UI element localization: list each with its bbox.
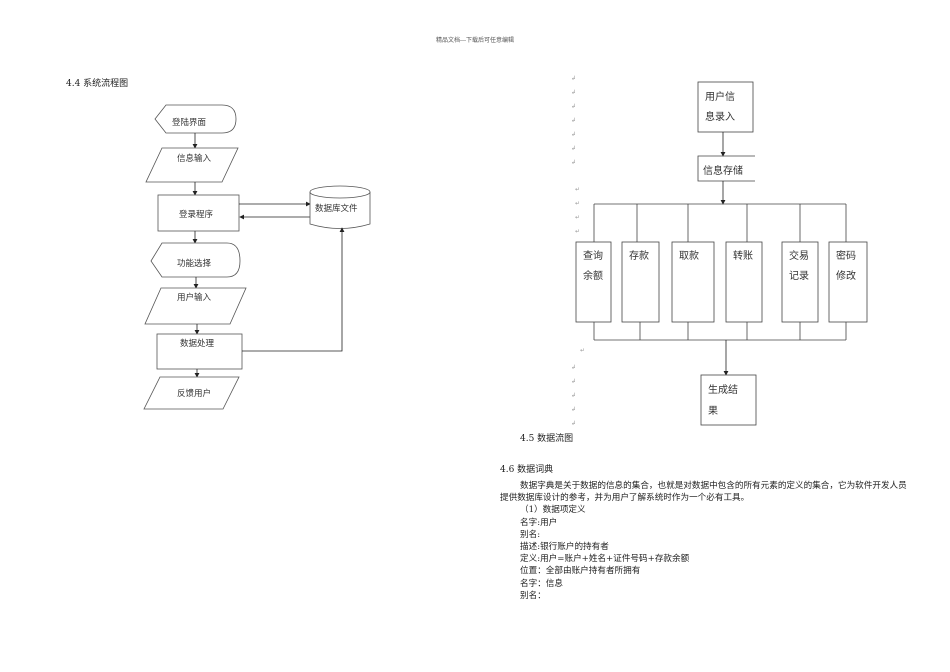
function-box-label: 记录 bbox=[789, 270, 809, 282]
data-item-definition-subheading: （1）数据项定义 bbox=[520, 505, 586, 516]
svg-text:↵: ↵ bbox=[575, 200, 580, 207]
page-header-watermark: 精品文档---下载后可任意编辑 bbox=[435, 37, 515, 44]
svg-text:↲: ↲ bbox=[571, 117, 576, 124]
dictionary-entry: 别名： bbox=[520, 590, 546, 601]
svg-text:↵: ↵ bbox=[575, 228, 580, 235]
login-screen-label: 登陆界面 bbox=[172, 117, 207, 128]
svg-text:↲: ↲ bbox=[571, 103, 576, 110]
data-processing-shape bbox=[156, 333, 243, 370]
dictionary-entry: 名字：信息 bbox=[520, 578, 563, 589]
user-input-shape bbox=[144, 287, 247, 325]
svg-text:↲: ↲ bbox=[571, 406, 576, 413]
database-cylinder-top bbox=[309, 185, 371, 199]
dictionary-entry: 描述:银行账户的持有者 bbox=[520, 542, 609, 553]
function-box bbox=[725, 241, 763, 323]
svg-text:↲: ↲ bbox=[571, 75, 576, 82]
login-program-shape bbox=[157, 194, 240, 232]
info-input-label: 信息输入 bbox=[177, 153, 212, 164]
function-select-shape bbox=[150, 242, 241, 278]
function-box bbox=[828, 241, 868, 323]
data-dictionary-body: 数据字典是关于数据的信息的集合，也就是对数据中包含的所有元素的定义的集合，它为软… bbox=[500, 480, 910, 602]
svg-text:↵: ↵ bbox=[575, 186, 580, 193]
info-storage-box bbox=[697, 155, 755, 182]
svg-text:↲: ↲ bbox=[571, 420, 576, 427]
login-screen-shape bbox=[154, 104, 237, 134]
function-select-label: 功能选择 bbox=[177, 258, 212, 269]
result-line1: 生成结 bbox=[708, 383, 738, 396]
user-info-entry-box bbox=[697, 81, 754, 133]
info-input-shape bbox=[145, 147, 239, 183]
result-box bbox=[700, 374, 757, 426]
data-dictionary-intro: 数据字典是关于数据的信息的集合，也就是对数据中包含的所有元素的定义的集合，它为软… bbox=[500, 481, 907, 504]
info-storage-label: 信息存储 bbox=[703, 164, 743, 177]
function-box-label: 取款 bbox=[679, 249, 699, 262]
arrow-processing-to-database bbox=[242, 227, 345, 352]
svg-text:↵: ↵ bbox=[580, 347, 585, 354]
database-file-label: 数据库文件 bbox=[315, 203, 358, 214]
dictionary-entry: 别名: bbox=[520, 529, 541, 540]
paragraph-marks: ↲ ↲ ↲ ↲ ↲ ↲ ↲ ↵ ↵ ↵ ↵ ↵ ↲ ↲ ↲ ↲ ↲ bbox=[571, 75, 585, 427]
feedback-user-shape bbox=[143, 376, 240, 410]
data-processing-label: 数据处理 bbox=[180, 338, 215, 349]
dictionary-entry: 位置：全部由账户持有者所拥有 bbox=[520, 566, 641, 577]
user-input-label: 用户输入 bbox=[177, 292, 212, 303]
function-box-label: 转账 bbox=[733, 249, 753, 262]
svg-text:↵: ↵ bbox=[575, 214, 580, 221]
user-info-entry-line1: 用户信 bbox=[705, 90, 735, 103]
function-box-label: 查询 bbox=[583, 249, 603, 262]
svg-text:↲: ↲ bbox=[571, 131, 576, 138]
svg-text:↲: ↲ bbox=[571, 364, 576, 371]
function-box-label: 存款 bbox=[629, 249, 649, 262]
function-box-label: 余额 bbox=[583, 269, 603, 282]
function-box-label: 交易 bbox=[789, 249, 809, 262]
result-line2: 果 bbox=[708, 405, 718, 417]
function-box-label: 密码 bbox=[836, 249, 856, 262]
login-program-label: 登录程序 bbox=[179, 209, 214, 220]
svg-text:↲: ↲ bbox=[571, 378, 576, 385]
svg-text:↲: ↲ bbox=[571, 145, 576, 152]
section-4-6-title: 4.6 数据词典 bbox=[500, 465, 554, 475]
function-box bbox=[621, 241, 660, 323]
section-4-4-title: 4.4 系统流程图 bbox=[66, 79, 129, 89]
dictionary-entry: 名字:用户 bbox=[520, 517, 558, 528]
function-box-label: 修改 bbox=[836, 269, 856, 282]
function-box bbox=[671, 241, 715, 323]
dictionary-entry: 定义:用户=账户+姓名+证件号码+存款余额 bbox=[520, 554, 690, 565]
section-4-5-title: 4.5 数据流图 bbox=[520, 434, 574, 444]
user-info-entry-line2: 息录入 bbox=[705, 110, 735, 123]
svg-text:↲: ↲ bbox=[571, 159, 576, 166]
function-box bbox=[575, 241, 612, 323]
svg-text:↲: ↲ bbox=[571, 89, 576, 96]
function-box bbox=[781, 241, 819, 323]
feedback-user-label: 反馈用户 bbox=[177, 388, 211, 399]
svg-text:↲: ↲ bbox=[571, 392, 576, 399]
